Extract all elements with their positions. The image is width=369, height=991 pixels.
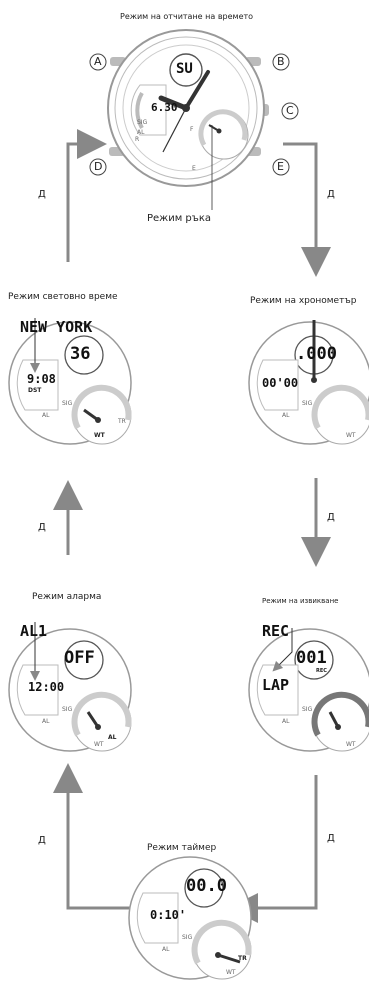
recall-top-window — [294, 640, 334, 680]
d-label-middle-left: Д — [38, 522, 46, 533]
alarm-gauge-hand — [86, 711, 100, 728]
arrow-timekeeping-to-stopwatch — [283, 142, 331, 277]
recall-al-label: AL — [282, 718, 290, 725]
timekeeping-f-label: F — [190, 126, 194, 133]
bottom-flow-arrows — [53, 763, 318, 923]
timer-top-window — [184, 868, 224, 908]
second-hand — [162, 107, 187, 153]
worldtime-watch — [8, 318, 132, 445]
recall-title: Режим на извикване — [262, 597, 339, 605]
alarm-sig-label: SIG — [62, 706, 73, 713]
timekeeping-top-display: SU — [176, 61, 193, 77]
alarm-title: Режим аларма — [32, 592, 102, 602]
worldtime-left-display: 9:08 — [27, 372, 56, 386]
timekeeping-left-display: 6.30 — [151, 101, 178, 114]
stopwatch-sig-label: SIG — [302, 400, 313, 407]
alarm-al-label: AL — [42, 718, 50, 725]
worldtime-wt-label: WT — [94, 432, 105, 439]
recall-wt-label: WT — [346, 741, 356, 748]
d-label-bottom-left: Д — [38, 835, 46, 846]
recall-rec-label: REC — [316, 668, 327, 674]
stopwatch-top-display: .000 — [296, 344, 337, 364]
button-e-marker — [272, 158, 290, 176]
worldtime-title: Режим световно време — [8, 292, 118, 302]
timer-sub-label: TR — [238, 955, 247, 962]
recall-watch — [248, 628, 369, 752]
timekeeping-e-label: E — [192, 165, 196, 172]
alarm-watch — [8, 622, 132, 752]
arrow-recall-to-timer — [228, 775, 318, 923]
timer-al-label: AL — [162, 946, 170, 953]
worldtime-top-display: 36 — [70, 344, 91, 364]
button-b-marker — [272, 53, 290, 71]
alarm-wt-label: WT — [94, 741, 104, 748]
alarm-left-display: 12:00 — [28, 680, 65, 694]
button-d-label: D — [94, 160, 103, 173]
arrow-worldtime-to-timekeeping — [66, 129, 107, 262]
recall-code: REC — [262, 622, 290, 640]
d-label-middle-right: Д — [327, 512, 335, 523]
timer-top-display: 00.0 — [186, 876, 227, 896]
recall-left-display: LAP — [262, 676, 290, 694]
alarm-top-display: OFF — [64, 648, 95, 668]
timekeeping-watch — [89, 29, 299, 210]
minute-hand — [184, 70, 210, 110]
timer-wt-label: WT — [226, 969, 236, 976]
stopwatch-title: Режим на хронометър — [250, 296, 357, 306]
timekeeping-sig-label: SIG — [137, 119, 148, 126]
timekeeping-title: Режим на отчитане на времето — [120, 12, 254, 21]
d-label-top-right: Д — [327, 189, 335, 200]
button-c-label: C — [286, 104, 294, 117]
middle-flow-arrows — [53, 478, 331, 567]
timer-gauge-hand — [217, 953, 241, 964]
stopwatch-watch — [248, 320, 369, 445]
worldtime-dst-label: DST — [28, 387, 42, 394]
timekeeping-r-label: R — [135, 136, 140, 143]
recall-sig-label: SIG — [302, 706, 313, 713]
alarm-top-window — [64, 640, 104, 680]
stopwatch-wt-label: WT — [346, 432, 356, 439]
stopwatch-left-display: 00'00 — [262, 376, 299, 390]
worldtime-top-window — [64, 335, 104, 375]
worldtime-sig-label: SIG — [62, 400, 73, 407]
d-label-bottom-right: Д — [327, 833, 335, 844]
button-a-marker — [89, 53, 107, 71]
recall-code-pointer — [272, 628, 293, 672]
timer-left-display: 0:10' — [150, 908, 187, 922]
alarm-sub-label: AL — [108, 734, 117, 741]
d-label-top-left: Д — [38, 189, 46, 200]
button-d-marker — [89, 158, 107, 176]
arrow-timer-to-alarm — [53, 763, 155, 910]
button-c-marker — [281, 102, 299, 120]
hand-mode-label: Режим ръка — [147, 213, 211, 224]
button-b-label: B — [277, 55, 285, 68]
top-display-window — [169, 53, 203, 87]
hour-hand — [158, 95, 189, 111]
timekeeping-al-label: AL — [137, 129, 145, 136]
worldtime-tr-label: TR — [118, 418, 126, 425]
worldtime-al-label: AL — [42, 412, 50, 419]
timer-sig-label: SIG — [182, 934, 193, 941]
stopwatch-al-label: AL — [282, 412, 290, 419]
button-e-label: E — [277, 160, 284, 173]
alarm-code: AL1 — [20, 622, 48, 640]
button-a-label: A — [94, 55, 102, 68]
timer-title: Режим таймер — [147, 843, 217, 853]
worldtime-city: NEW YORK — [20, 318, 93, 336]
top-flow-arrows — [66, 129, 331, 277]
recall-top-display: 001 — [296, 648, 327, 668]
timer-watch — [128, 856, 252, 980]
